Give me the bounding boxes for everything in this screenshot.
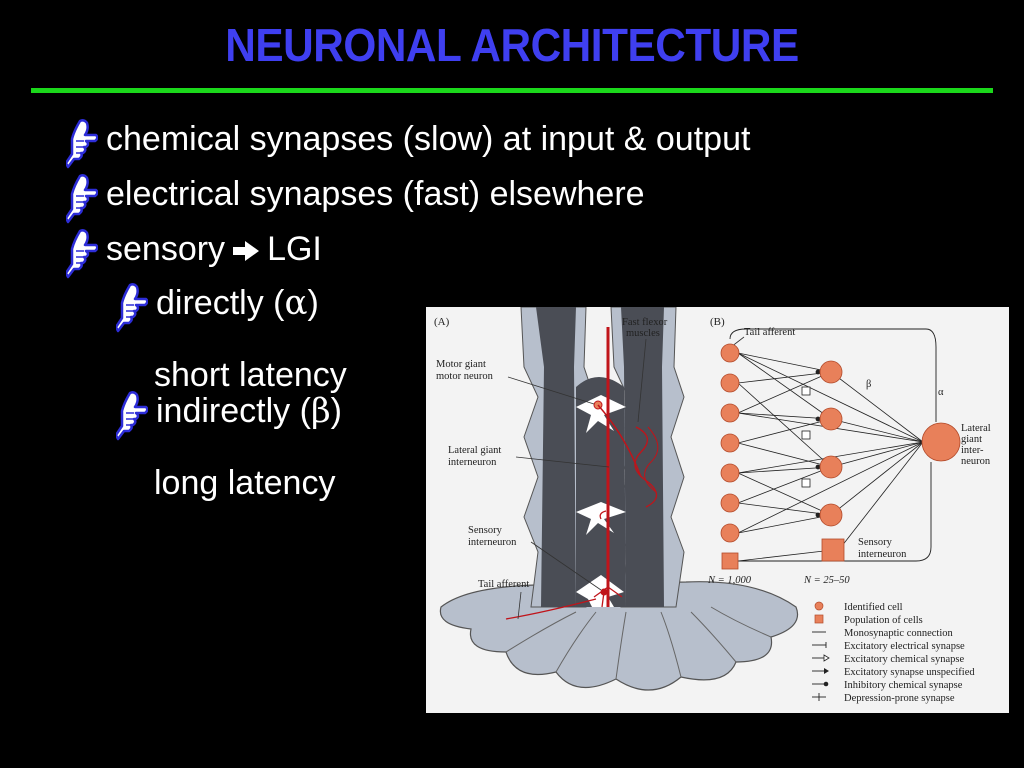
sub-bullet-note: long latency: [154, 464, 336, 502]
legend-item: Identified cell: [844, 602, 903, 613]
synapse-markers: [801, 369, 821, 518]
bullet-1: chemical synapses (slow) at input & outp…: [66, 119, 750, 169]
label-fast-flexor: Fast flexor: [622, 317, 668, 328]
pointing-hand-icon: [66, 174, 98, 224]
bullet-text: chemical synapses (slow) at input & outp…: [106, 120, 751, 158]
legend-line-icons: [812, 631, 827, 701]
legend-chem-arrow-icon: [823, 654, 830, 662]
right-arrow-icon: [233, 241, 260, 262]
panel-b: (B) Tail afferent: [707, 316, 991, 704]
legend-item: Excitatory chemical synapse: [844, 654, 964, 665]
legend-item: Inhibitory chemical synapse: [844, 680, 963, 691]
legend-item: Monosynaptic connection: [844, 628, 954, 639]
neuron-diagram: (A): [434, 306, 991, 704]
sub-bullet-prefix: directly (: [156, 284, 285, 322]
legend-item: Population of cells: [844, 615, 923, 626]
sub-bullet-note: short latency: [154, 356, 347, 394]
label-lgi-2: giant: [961, 434, 982, 445]
connections: [737, 352, 924, 562]
legend-item: Depression-prone synapse: [844, 693, 955, 704]
bullet-2: electrical synapses (fast) elsewhere: [66, 174, 645, 224]
legend-inhibitory-dot-icon: [823, 681, 829, 687]
sub-bullet-1: directly (α): [116, 283, 319, 333]
label-sensory-interneuron: Sensory: [468, 525, 503, 536]
label-tail-afferent: Tail afferent: [478, 579, 529, 590]
legend-population-icon: [814, 614, 824, 624]
motor-giant-axon: [597, 404, 642, 478]
label-fast-flexor-2: muscles: [626, 328, 660, 339]
label-n-afferent: N = 1,000: [707, 575, 752, 586]
legend-unspecified-arrow-icon: [824, 668, 829, 674]
bullet-text-suffix: LGI: [267, 230, 322, 268]
pointing-hand-icon: [66, 229, 98, 279]
body-right-core: [621, 307, 664, 607]
panel-a: (A): [434, 306, 799, 691]
label-lgi-3: inter-: [961, 445, 984, 456]
label-lgi-4: neuron: [961, 456, 991, 467]
tail-afferent-cells: [720, 343, 740, 570]
pointing-hand-icon: [66, 119, 98, 169]
body-bridge: [576, 377, 626, 607]
alpha-pathway: [729, 328, 937, 422]
title-underline: [31, 88, 993, 93]
alpha-label: α: [938, 387, 944, 398]
sub-bullet-2: indirectly (β): [116, 391, 342, 441]
label-sensory-interneuron-2: interneuron: [468, 537, 517, 548]
sub-bullet-suffix: ): [330, 392, 342, 430]
legend-labels: Identified cell Population of cells Mono…: [844, 602, 975, 704]
slide-title: NEURONAL ARCHITECTURE: [225, 19, 799, 71]
label-tail-afferent-b: Tail afferent: [744, 327, 795, 338]
legend-identified-cell-icon: [814, 601, 824, 611]
dendrites: [593, 510, 623, 608]
panel-b-labels: β α Lateral giant inter- neuron Sensory …: [707, 379, 991, 586]
sub-bullet-text: indirectly (β): [156, 391, 342, 431]
panel-b-label: (B): [710, 316, 725, 328]
label-motor-giant: Motor giant: [436, 359, 486, 370]
sub-bullet-text: directly (α): [156, 283, 319, 323]
bullet-text: electrical synapses (fast) elsewhere: [106, 175, 645, 213]
label-lgi: Lateral: [961, 423, 991, 434]
beta-symbol: β: [310, 391, 331, 431]
sub-bullet-prefix: indirectly (: [156, 392, 311, 430]
label-lateral-giant-2: interneuron: [448, 457, 497, 468]
neuron-figure: (A): [426, 306, 1009, 713]
tail-fan: [439, 581, 799, 691]
bullet-3: sensory LGI: [66, 229, 322, 279]
label-sensory-b: Sensory: [858, 537, 893, 548]
label-lateral-giant: Lateral giant: [448, 445, 501, 456]
body-left-core: [536, 307, 576, 607]
bullet-text-wrap: sensory LGI: [106, 229, 322, 269]
label-sensory-b-2: interneuron: [858, 549, 907, 560]
leader-lines: [507, 338, 647, 620]
bullet-text-prefix: sensory: [106, 230, 226, 268]
legend: Identified cell Population of cells Mono…: [812, 601, 975, 704]
lateral-giant-cell: [921, 422, 961, 462]
flexor-muscle: [634, 426, 658, 508]
sensory-interneuron-cells: [819, 360, 845, 562]
pointing-hand-icon: [116, 283, 148, 333]
tail-fan-folds: [505, 606, 772, 680]
label-n-sensory: N = 25–50: [803, 575, 850, 586]
legend-item: Excitatory synapse unspecified: [844, 667, 975, 678]
beta-label: β: [866, 379, 871, 390]
label-motor-giant-2: motor neuron: [436, 371, 494, 382]
panel-a-labels: Fast flexor muscles Motor giant motor ne…: [436, 317, 668, 590]
tail-afferent-axon: [505, 598, 597, 620]
panel-a-label: (A): [434, 316, 450, 328]
sensory-return-line: [738, 462, 932, 562]
flexor-muscle-2: [644, 426, 659, 493]
legend-item: Excitatory electrical synapse: [844, 641, 965, 652]
alpha-symbol: α: [284, 283, 308, 323]
sub-bullet-suffix: ): [307, 284, 319, 322]
pointing-hand-icon: [116, 391, 148, 441]
